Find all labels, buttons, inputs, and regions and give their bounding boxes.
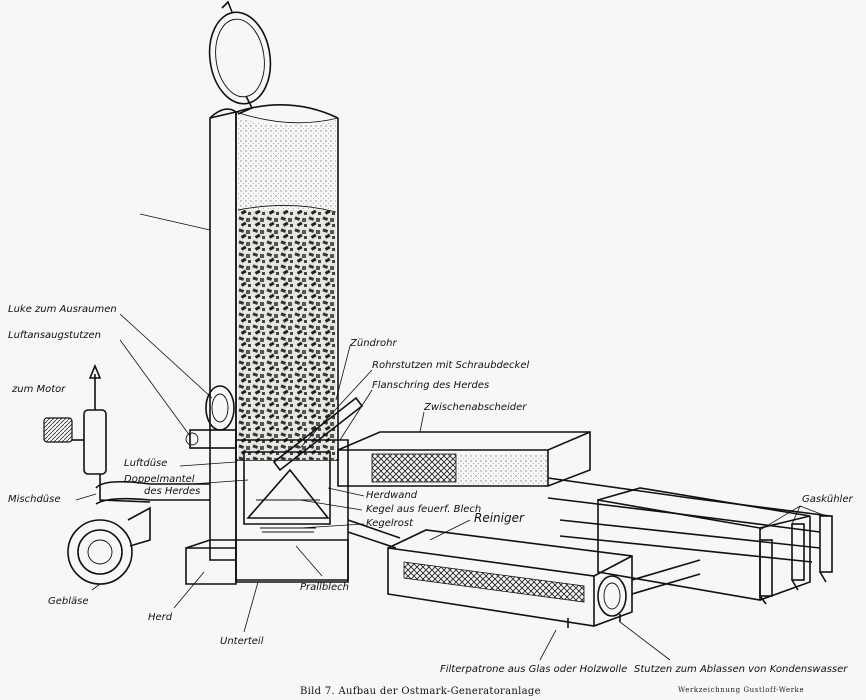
label-herdwand: Herdwand xyxy=(366,490,418,501)
label-filterpatrone: Filterpatrone aus Glas oder Holzwolle xyxy=(440,664,627,675)
hearth-housing xyxy=(185,439,349,585)
label-luke: Luke zum Ausraumen xyxy=(8,304,117,315)
label-kegelrost: Kegelrost xyxy=(366,518,414,529)
label-reiniger: Reiniger xyxy=(474,511,525,525)
figure-caption: Bild 7. Aufbau der Ostmark-Generatoranla… xyxy=(300,686,541,697)
geblaese-blower xyxy=(67,506,151,585)
label-zum-motor: zum Motor xyxy=(11,384,66,395)
zwischenabscheider-unit xyxy=(337,431,591,487)
fuellschacht-shaft xyxy=(209,104,339,561)
label-herd: Herd xyxy=(148,612,173,623)
label-doppelmantel-1: Doppelmantel xyxy=(124,474,195,485)
shaft-lid xyxy=(208,0,272,115)
label-gaskuehler: Gaskühler xyxy=(802,494,853,505)
label-rohrstutzen: Rohrstutzen mit Schraubdeckel xyxy=(372,360,529,371)
figure-credit: Werkzeichnung Gustloff-Werke xyxy=(678,686,804,694)
label-flanschring: Flanschring des Herdes xyxy=(372,380,489,391)
label-doppelmantel-2: des Herdes xyxy=(144,486,200,497)
leader-lines xyxy=(75,213,827,661)
label-kegel: Kegel aus feuerf. Blech xyxy=(366,504,481,515)
label-zuendrohr: Zündrohr xyxy=(349,338,397,349)
label-mischduese: Mischdüse xyxy=(8,494,61,505)
label-luftansaug: Luftansaugstutzen xyxy=(8,330,101,341)
air-intake xyxy=(185,429,237,449)
gaskuehler-cooler xyxy=(597,487,833,605)
mixing-assembly xyxy=(43,363,210,505)
label-unterteil: Unterteil xyxy=(220,636,264,647)
fuel-pellets xyxy=(238,210,336,460)
label-prallblech: Prallblech xyxy=(300,582,349,593)
cooler-pipes xyxy=(547,477,831,563)
reiniger-cleaner xyxy=(347,519,701,628)
label-zwischenabscheider: Zwischenabscheider xyxy=(423,402,527,413)
label-geblaese: Gebläse xyxy=(48,596,89,607)
labels: Luke zum Ausraumen Luftansaugstutzen zum… xyxy=(8,304,853,675)
label-luftduese: Luftdüse xyxy=(124,458,167,469)
label-stutzen: Stutzen zum Ablassen von Kondenswasser xyxy=(634,664,848,675)
filter-cartridge xyxy=(403,561,585,603)
